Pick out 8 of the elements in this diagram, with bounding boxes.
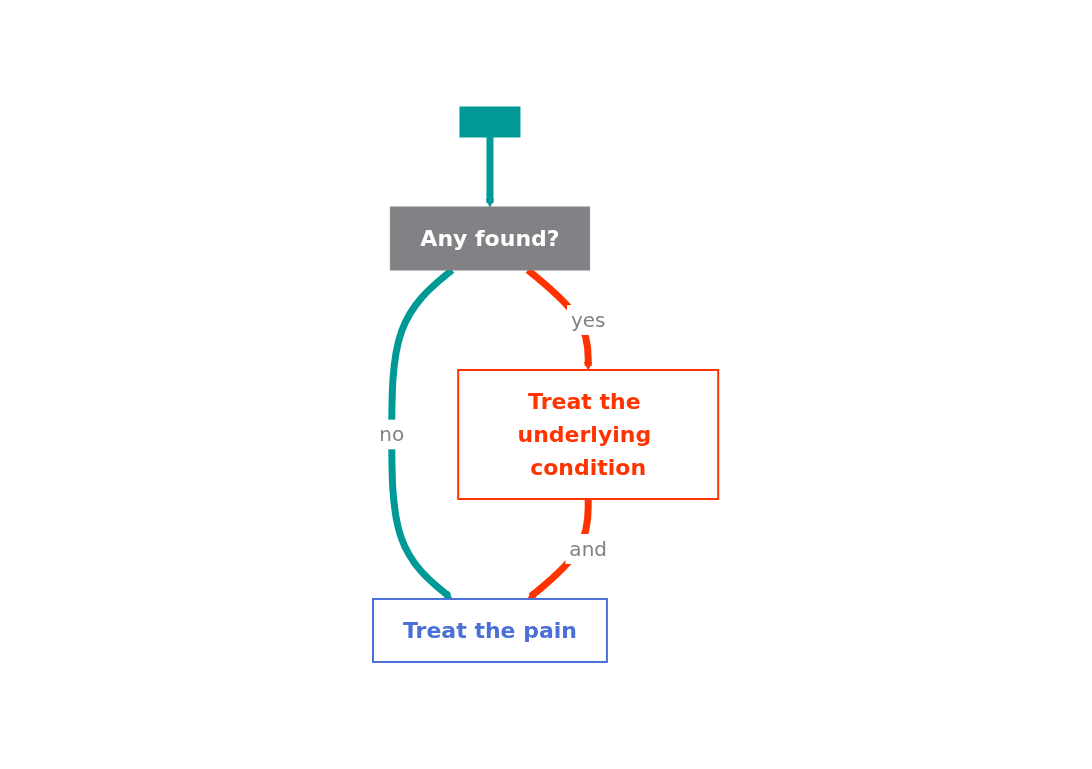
node-bar [459, 106, 521, 138]
edge-label: no [379, 422, 405, 447]
edge-label: and [569, 536, 608, 561]
node-box: Any found? [390, 206, 591, 271]
arrow [485, 137, 495, 208]
node-box: Treat the underlying condition [457, 369, 720, 500]
edge-label: yes [571, 308, 606, 332]
node-box: Treat the pain [372, 598, 609, 663]
